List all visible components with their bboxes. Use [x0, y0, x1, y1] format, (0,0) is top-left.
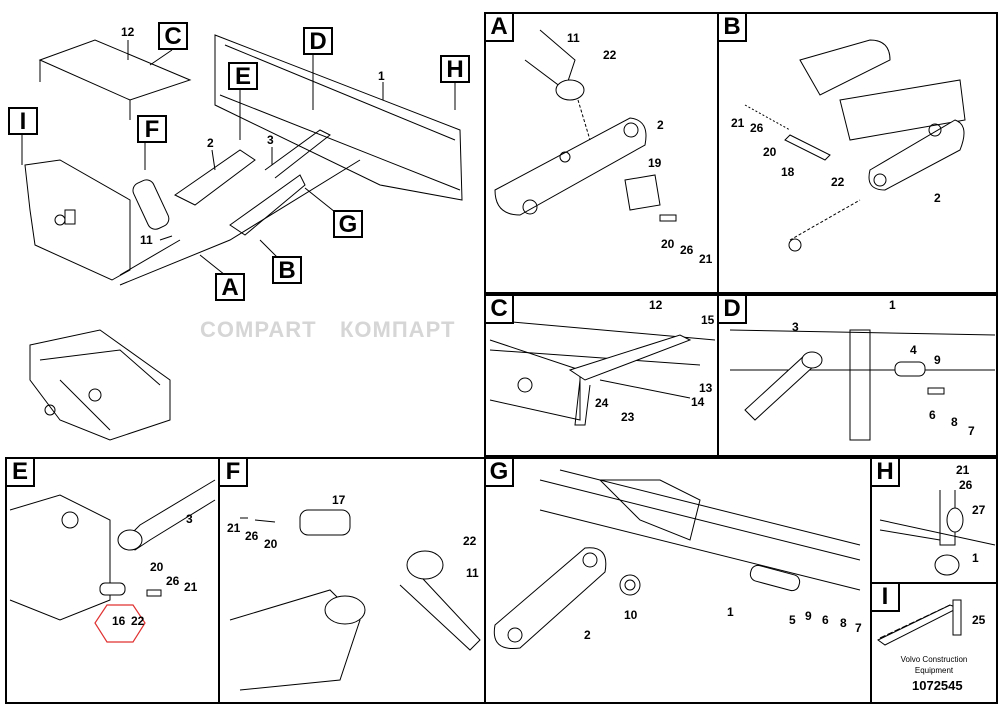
callout: 26 — [959, 478, 973, 492]
callout: 26 — [750, 121, 764, 135]
overview-letter-e[interactable]: E — [228, 62, 258, 90]
callout: 26 — [680, 243, 694, 257]
callout: 21 — [184, 580, 198, 594]
overview-letter-i[interactable]: I — [8, 107, 38, 135]
callout: 5 — [789, 613, 796, 627]
callout: 12 — [649, 298, 663, 312]
overview-letter-h[interactable]: H — [440, 55, 470, 83]
callout: 4 — [910, 343, 917, 357]
callout: 1 — [727, 605, 734, 619]
callout: 18 — [781, 165, 795, 179]
callout: 11 — [466, 566, 479, 580]
callout: 1 — [889, 298, 896, 312]
callout: 22 — [131, 614, 145, 628]
manufacturer-line-1: Volvo Construction — [900, 655, 968, 664]
panel-f: F — [218, 457, 486, 704]
overview-letter-f[interactable]: F — [137, 115, 167, 143]
overview-letter-g[interactable]: G — [333, 210, 363, 238]
callout: 19 — [648, 156, 662, 170]
overview-letter-c[interactable]: C — [158, 22, 188, 50]
callout: 27 — [972, 503, 986, 517]
callout: 23 — [621, 410, 635, 424]
callout: 20 — [763, 145, 777, 159]
callout: 25 — [972, 613, 986, 627]
panel-letter: D — [717, 294, 747, 324]
callout: 3 — [792, 320, 799, 334]
callout: 16 — [112, 614, 126, 628]
callout: 26 — [245, 529, 259, 543]
panel-letter: F — [218, 457, 248, 487]
panel-b: B — [717, 12, 998, 294]
panel-letter: G — [484, 457, 514, 487]
callout: 20 — [264, 537, 278, 551]
callout: 2 — [584, 628, 591, 642]
callout: 14 — [691, 395, 705, 409]
callout: 10 — [624, 608, 638, 622]
callout: 21 — [956, 463, 970, 477]
overview-letter-a[interactable]: A — [215, 273, 245, 301]
watermark: КОМПАРТ — [340, 317, 456, 342]
callout: 15 — [701, 313, 715, 327]
callout: 11 — [567, 31, 580, 45]
panel-letter: I — [870, 582, 900, 612]
panel-c: C — [484, 294, 719, 457]
panel-letter: A — [484, 12, 514, 42]
callout: 3 — [186, 512, 193, 526]
panel-i: I — [870, 582, 998, 704]
callout: 21 — [699, 252, 713, 266]
callout: 11 — [140, 233, 153, 247]
callout: 2 — [207, 136, 214, 150]
panel-letter: C — [484, 294, 514, 324]
panel-letter: B — [717, 12, 747, 42]
callout: 26 — [166, 574, 180, 588]
callout: 20 — [661, 237, 675, 251]
panel-letter: E — [5, 457, 35, 487]
callout: 1 — [378, 69, 385, 83]
manufacturer-line-2: Equipment — [914, 666, 954, 675]
callout: 22 — [603, 48, 617, 62]
callout: 8 — [840, 616, 847, 630]
callout: 7 — [855, 621, 862, 635]
callout: 9 — [805, 609, 812, 623]
callout: 24 — [595, 396, 609, 410]
callout: 6 — [929, 408, 936, 422]
callout: 8 — [951, 415, 958, 429]
overview-letter-d[interactable]: D — [303, 27, 333, 55]
watermark: COMPART — [200, 317, 317, 342]
callout: 9 — [934, 353, 941, 367]
panel-g: G — [484, 457, 872, 704]
panel-letter: H — [870, 457, 900, 487]
document-number: 1072545 — [912, 678, 963, 693]
callout: 22 — [831, 175, 845, 189]
callout: 17 — [332, 493, 346, 507]
callout: 1 — [972, 551, 979, 565]
callout: 21 — [227, 521, 241, 535]
panel-d: D — [717, 294, 998, 457]
callout: 2 — [657, 118, 664, 132]
callout: 13 — [699, 381, 713, 395]
overview-letter-b[interactable]: B — [272, 256, 302, 284]
callout: 12 — [121, 25, 135, 39]
callout: 7 — [968, 424, 975, 438]
callout: 3 — [267, 133, 274, 147]
callout: 22 — [463, 534, 477, 548]
callout: 2 — [934, 191, 941, 205]
callout: 6 — [822, 613, 829, 627]
callout: 21 — [731, 116, 745, 130]
callout: 20 — [150, 560, 164, 574]
